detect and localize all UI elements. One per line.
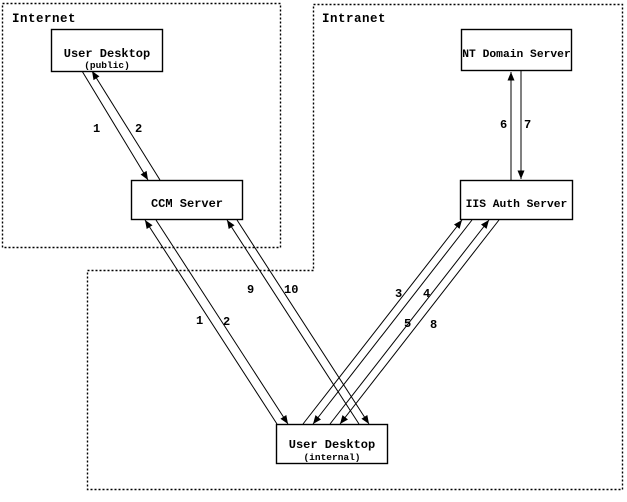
arrow-label-5: 5 bbox=[404, 317, 411, 331]
arrow-label-6: 6 bbox=[500, 118, 507, 132]
arrow-label-2-upper: 2 bbox=[135, 122, 142, 136]
arrow-4-iis-to-internal-desktop bbox=[312, 219, 473, 425]
internet-zone-label: Internet bbox=[12, 12, 76, 26]
intranet-zone-outline bbox=[86, 3, 624, 491]
arrow-5-internal-desktop-to-iis bbox=[329, 219, 490, 425]
arrow-label-2-lower: 2 bbox=[223, 315, 230, 329]
node-iis-auth-server-box bbox=[459, 179, 574, 221]
node-ccm-server: CCM Server bbox=[130, 179, 244, 221]
node-iis-auth-server: IIS Auth Server bbox=[459, 179, 574, 221]
node-user-desktop-internal-box bbox=[275, 423, 389, 465]
node-nt-domain-server-box bbox=[460, 28, 573, 72]
node-user-desktop-public-box bbox=[50, 28, 164, 73]
arrow-1-internal-desktop-to-ccm bbox=[144, 219, 278, 425]
node-user-desktop-internal-subtitle: (internal) bbox=[303, 452, 360, 463]
arrow-label-7: 7 bbox=[524, 118, 531, 132]
node-iis-auth-server-title: IIS Auth Server bbox=[466, 199, 568, 211]
arrow-3-internal-desktop-to-iis bbox=[302, 219, 463, 425]
arrow-9-internal-desktop-to-ccm bbox=[226, 219, 360, 425]
node-user-desktop-public-subtitle: (public) bbox=[84, 60, 130, 71]
arrow-label-8: 8 bbox=[430, 318, 437, 332]
arrow-2-ccm-to-public-desktop bbox=[91, 70, 161, 181]
arrow-8-iis-to-internal-desktop bbox=[339, 219, 500, 425]
arrow-1-public-desktop-to-ccm bbox=[81, 70, 149, 181]
arrow-2-ccm-to-internal-desktop bbox=[155, 219, 289, 425]
node-user-desktop-internal-title: User Desktop bbox=[289, 438, 375, 452]
intranet-zone-label: Intranet bbox=[322, 12, 386, 26]
node-nt-domain-server-title: NT Domain Server bbox=[462, 49, 570, 61]
arrow-label-10: 10 bbox=[284, 283, 298, 297]
arrow-label-1-lower: 1 bbox=[196, 314, 203, 328]
arrow-label-9: 9 bbox=[247, 283, 254, 297]
node-nt-domain-server: NT Domain Server bbox=[460, 28, 573, 72]
node-user-desktop-public-title: User Desktop bbox=[64, 47, 150, 61]
arrow-10-ccm-to-internal-desktop bbox=[236, 219, 370, 425]
arrow-label-3: 3 bbox=[395, 287, 402, 301]
node-user-desktop-public: User Desktop (public) bbox=[50, 28, 164, 73]
arrow-label-1-upper: 1 bbox=[93, 122, 100, 136]
node-ccm-server-title: CCM Server bbox=[151, 197, 223, 211]
node-user-desktop-internal: User Desktop (internal) bbox=[275, 423, 389, 465]
internet-zone-outline bbox=[1, 2, 282, 249]
arrow-label-4: 4 bbox=[423, 287, 430, 301]
node-ccm-server-box bbox=[130, 179, 244, 221]
